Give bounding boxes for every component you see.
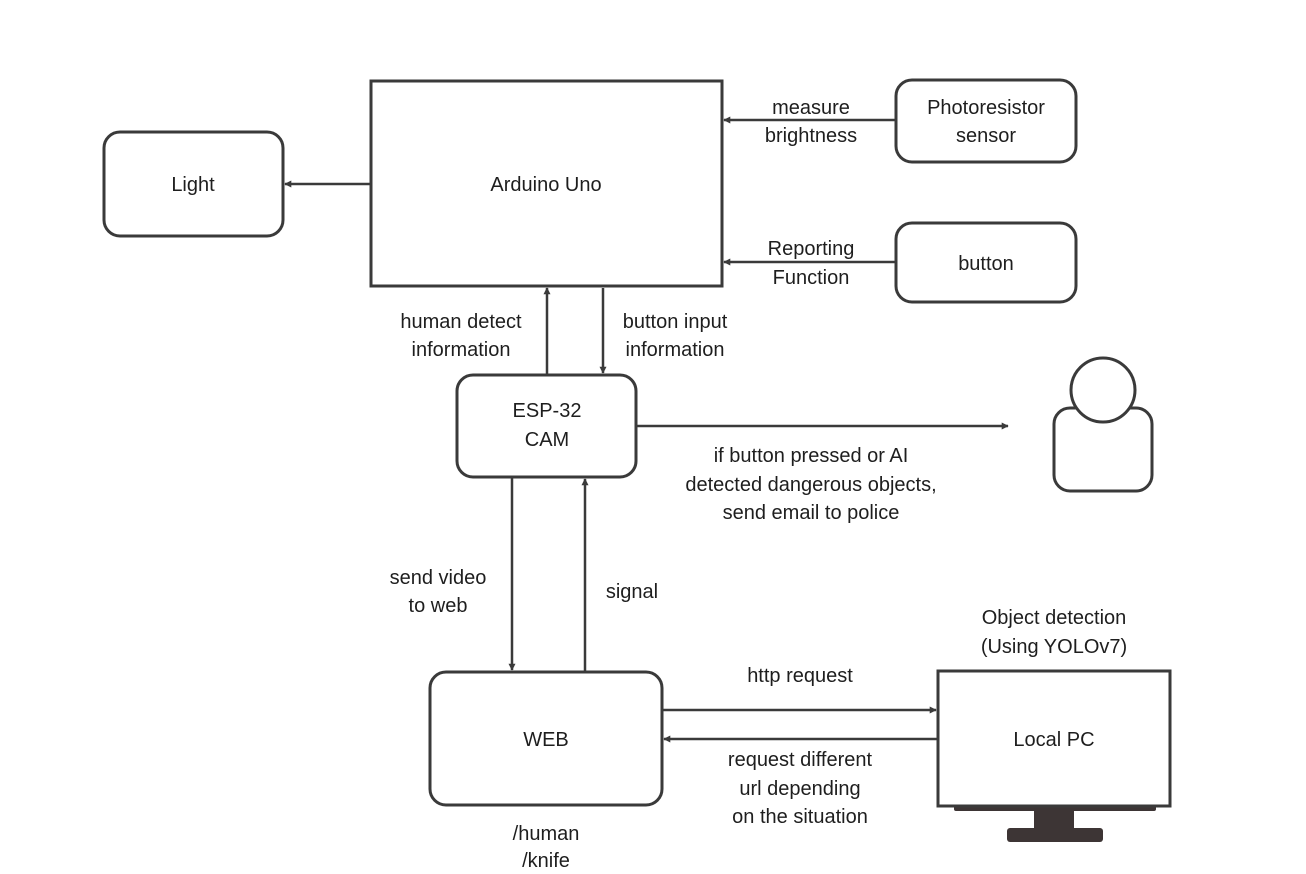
svg-text:brightness: brightness — [765, 125, 857, 147]
web-node: WEB — [428, 670, 664, 807]
svg-text:to web: to web — [409, 595, 468, 617]
send-email-label: if button pressed or AI detected dangero… — [685, 445, 936, 524]
button-input-label: button input information — [623, 311, 728, 361]
light-label: Light — [171, 174, 215, 196]
svg-text:human detect: human detect — [400, 311, 522, 333]
local-pc-label: Local PC — [1013, 729, 1094, 751]
button-node: button — [894, 221, 1078, 304]
person-icon — [1052, 356, 1154, 493]
svg-text:send video: send video — [390, 567, 487, 589]
svg-text:request different: request different — [728, 749, 873, 771]
photoresistor-node: Photoresistor sensor — [894, 78, 1078, 164]
svg-text:/human: /human — [513, 823, 580, 845]
esp32-cam-node: ESP-32 CAM — [455, 373, 638, 479]
monitor-icon: Local PC — [936, 669, 1172, 842]
svg-text:url depending: url depending — [739, 778, 860, 800]
svg-text:Reporting: Reporting — [768, 238, 855, 260]
arduino-uno-node: Arduino Uno — [369, 79, 724, 288]
esp32-label-line1: ESP-32 — [513, 400, 582, 422]
svg-text:measure: measure — [772, 97, 850, 119]
reporting-function-label: Reporting Function — [768, 238, 855, 289]
photoresistor-label-line1: Photoresistor — [927, 97, 1045, 119]
svg-text:button input: button input — [623, 311, 728, 333]
send-video-label: send video to web — [390, 567, 487, 617]
svg-text:on the situation: on the situation — [732, 806, 868, 828]
svg-text:Function: Function — [773, 267, 850, 289]
request-url-label: request different url depending on the s… — [728, 749, 873, 828]
svg-text:/knife: /knife — [522, 850, 570, 872]
human-detect-label: human detect information — [400, 311, 522, 361]
svg-text:information: information — [626, 339, 725, 361]
signal-label: signal — [606, 581, 658, 603]
svg-text:send email to police: send email to police — [723, 502, 900, 524]
svg-text:Object detection: Object detection — [982, 607, 1127, 629]
svg-text:detected dangerous objects,: detected dangerous objects, — [685, 474, 936, 496]
svg-text:(Using YOLOv7): (Using YOLOv7) — [981, 636, 1127, 658]
light-node: Light — [102, 130, 285, 238]
svg-text:information: information — [412, 339, 511, 361]
routes-label: /human /knife — [513, 823, 580, 872]
http-request-label: http request — [747, 665, 853, 687]
esp32-label-line2: CAM — [525, 429, 569, 451]
photoresistor-label-line2: sensor — [956, 125, 1016, 147]
object-detection-label: Object detection (Using YOLOv7) — [981, 607, 1127, 658]
arduino-uno-label: Arduino Uno — [490, 174, 601, 196]
button-label: button — [958, 253, 1014, 275]
measure-brightness-label: measure brightness — [765, 97, 857, 147]
web-label: WEB — [523, 729, 569, 751]
svg-text:if button pressed or AI: if button pressed or AI — [714, 445, 909, 467]
